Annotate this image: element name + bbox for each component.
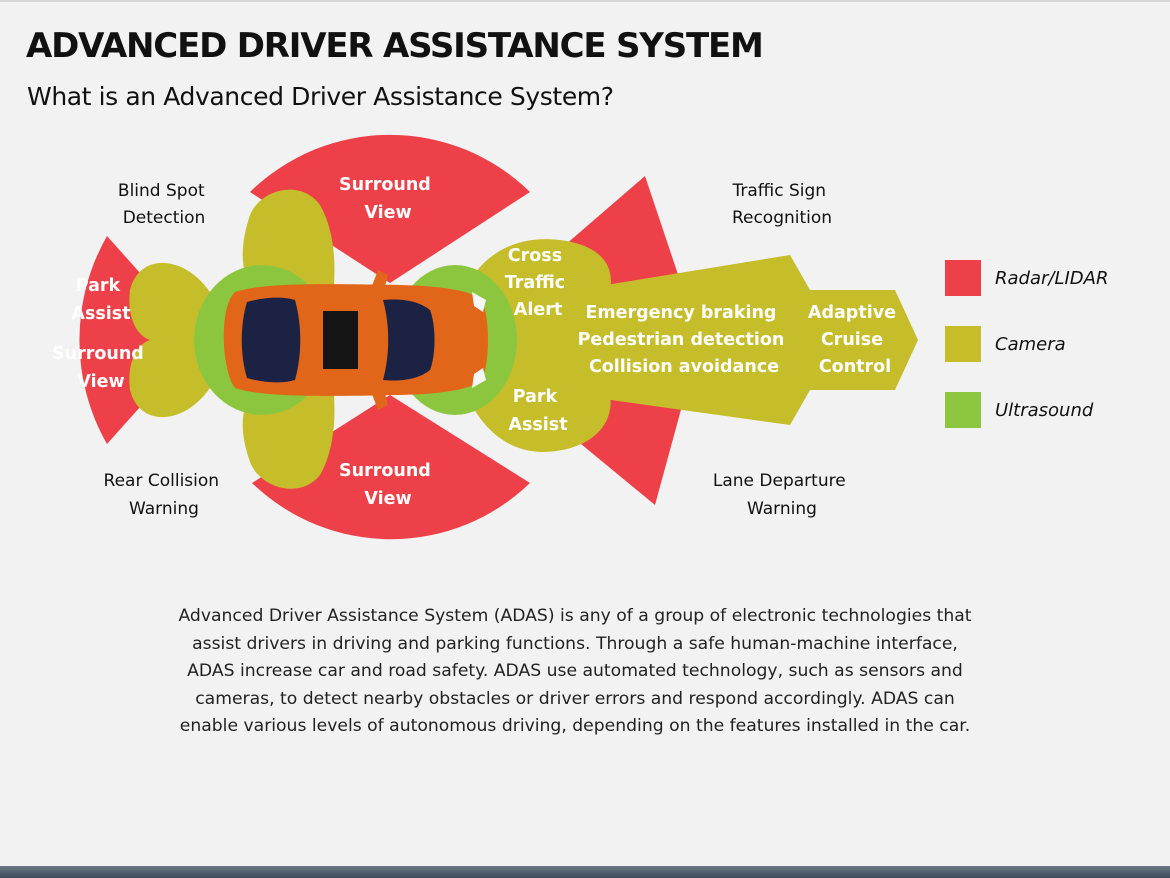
legend-label-ultrasound: Ultrasound <box>995 400 1094 421</box>
label-blind-spot: Blind Spot Detection <box>118 181 210 228</box>
page-subtitle: What is an Advanced Driver Assistance Sy… <box>27 82 614 111</box>
camera-zone-forward <box>575 255 918 425</box>
radar-zone-top <box>250 134 530 283</box>
legend-item-camera: Camera <box>945 326 1145 364</box>
car-headlight-top <box>472 292 486 312</box>
legend-item-ultrasound: Ultrasound <box>945 392 1145 430</box>
label-cross-traffic-alert: Cross Traffic Alert <box>505 246 571 320</box>
label-surround-view-bottom: Surround View <box>339 461 437 509</box>
label-emergency-block: Emergency braking Pedestrian detection C… <box>578 303 791 377</box>
legend-swatch-ultrasound <box>945 392 981 428</box>
description-line: Advanced Driver Assistance System (ADAS)… <box>178 606 972 626</box>
bottom-border <box>0 866 1170 878</box>
description-paragraph: Advanced Driver Assistance System (ADAS)… <box>130 603 1020 741</box>
legend-swatch-camera <box>945 326 981 362</box>
label-traffic-sign: Traffic Sign Recognition <box>732 181 833 228</box>
zone-labels: Surround View Surround View Park Assist … <box>52 175 902 509</box>
description-line: assist drivers in driving and parking fu… <box>192 633 958 654</box>
label-surround-view-top: Surround View <box>339 175 437 223</box>
label-surround-view-left: Surround View <box>52 344 150 392</box>
car-windshield <box>383 299 435 381</box>
car-headlight-bottom <box>472 368 486 388</box>
camera-zone-rear <box>129 262 215 418</box>
label-park-assist-right: Park Assist <box>508 387 567 435</box>
legend-label-camera: Camera <box>995 334 1066 355</box>
label-park-assist-left: Park Assist <box>71 276 130 324</box>
car-rear-window <box>241 297 301 383</box>
car-sunroof <box>323 311 358 369</box>
car-illustration <box>223 270 488 410</box>
top-border <box>0 0 1170 2</box>
radar-zone-bottom <box>252 395 530 540</box>
label-rear-collision: Rear Collision Warning <box>104 471 225 519</box>
description-line: enable various levels of autonomous driv… <box>179 716 971 736</box>
label-lane-departure: Lane Departure Warning <box>713 471 851 519</box>
page-title: ADVANCED DRIVER ASSISTANCE SYSTEM <box>26 26 764 66</box>
label-adaptive-cruise: Adaptive Cruise Control <box>808 303 902 377</box>
outer-labels: Blind Spot Detection Rear Collision Warn… <box>104 181 851 519</box>
legend-item-radar: Radar/LIDAR <box>945 260 1145 298</box>
legend-label-radar: Radar/LIDAR <box>995 268 1109 289</box>
description-line: cameras, to detect nearby obstacles or d… <box>195 688 955 709</box>
radar-zone-left <box>79 236 200 444</box>
legend-swatch-radar <box>945 260 981 296</box>
description-line: ADAS increase car and road safety. ADAS … <box>187 661 963 681</box>
